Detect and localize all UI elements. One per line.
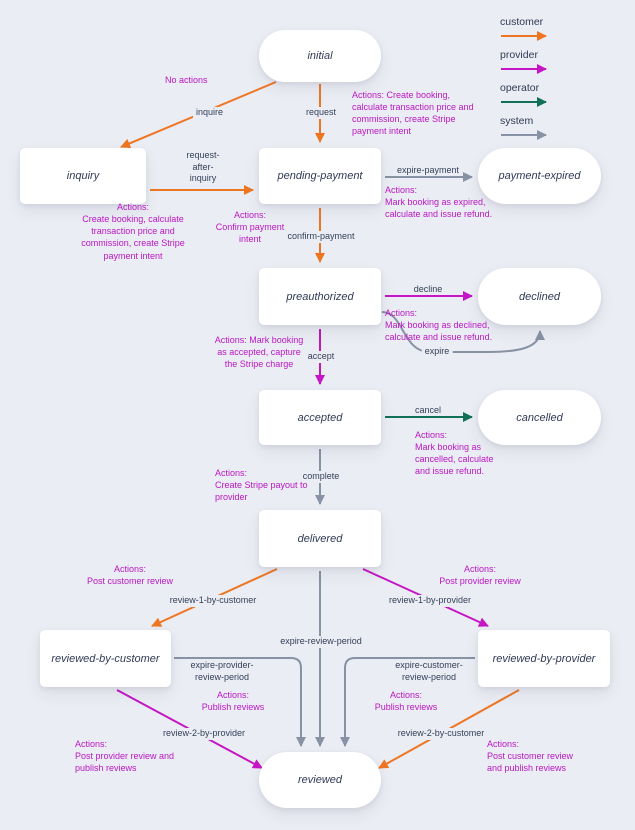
action-inquiry: Actions: Create booking, calculate trans… (81, 202, 185, 261)
edge-label-inquire: inquire (193, 107, 227, 119)
state-reviewed: reviewed (259, 752, 381, 808)
action-publish-reviews-right: Actions: Publish reviews (374, 690, 438, 713)
edge-expire-provider-review-period (174, 657, 306, 747)
legend-item-operator: operator (500, 82, 558, 107)
state-accepted: accepted (259, 390, 381, 445)
state-cancelled: cancelled (478, 390, 601, 445)
edge-label-review-2-by-customer: review-2-by-customer (394, 728, 488, 740)
action-complete: Actions: Create Stripe payout to provide… (215, 468, 308, 503)
edge-label-decline: decline (413, 284, 443, 294)
legend: customer provider operator system (500, 16, 558, 140)
edge-label-expire-review-period: expire-review-period (277, 636, 365, 648)
system-arrow-icon (501, 130, 547, 140)
edge-label-review-1-by-provider: review-1-by-provider (385, 595, 475, 607)
edge-label-cancel: cancel (414, 405, 442, 415)
edge-label-expire-payment: expire-payment (396, 165, 460, 175)
edge-label-review-1-by-customer: review-1-by-customer (166, 595, 260, 607)
action-accept: Actions: Mark booking as accepted, captu… (214, 335, 304, 370)
edge-label-request: request (302, 107, 340, 119)
edge-label-complete: complete (299, 471, 343, 483)
action-decline: Actions: Mark booking as declined, calcu… (385, 308, 493, 343)
action-review-2-by-provider: Actions: Post provider review and publis… (75, 739, 175, 774)
edge-expire-customer-review-period (340, 657, 475, 747)
legend-label-provider: provider (500, 49, 538, 61)
action-confirm-payment: Actions: Confirm payment intent (215, 210, 285, 245)
edge-label-accept: accept (304, 351, 338, 363)
action-review-1-by-provider: Actions: Post provider review (439, 564, 521, 587)
legend-item-provider: provider (500, 49, 558, 74)
state-reviewed-by-customer: reviewed-by-customer (40, 630, 171, 687)
legend-label-operator: operator (500, 82, 540, 94)
state-payment-expired: payment-expired (478, 148, 601, 204)
edge-label-expire-provider-review-period: expire-provider- review-period (187, 660, 257, 684)
action-request: Actions: Create booking, calculate trans… (352, 90, 474, 137)
action-publish-reviews-left: Actions: Publish reviews (201, 690, 265, 713)
edge-label-review-2-by-provider: review-2-by-provider (159, 728, 249, 740)
state-declined: declined (478, 268, 601, 325)
legend-item-system: system (500, 115, 558, 140)
customer-arrow-icon (501, 31, 547, 41)
state-pending-payment: pending-payment (259, 148, 381, 204)
action-review-1-by-customer: Actions: Post customer review (86, 564, 174, 587)
state-preauthorized: preauthorized (259, 268, 381, 325)
operator-arrow-icon (501, 97, 547, 107)
state-inquiry: inquiry (20, 148, 146, 204)
edge-label-request-after-inquiry: request- after- inquiry (186, 150, 220, 184)
legend-label-system: system (500, 115, 534, 127)
state-delivered: delivered (259, 510, 381, 567)
state-reviewed-by-provider: reviewed-by-provider (478, 630, 610, 687)
legend-item-customer: customer (500, 16, 558, 41)
edge-label-confirm-payment: confirm-payment (284, 231, 358, 243)
state-initial: initial (259, 30, 381, 82)
action-review-2-by-customer: Actions: Post customer review and publis… (487, 739, 574, 774)
action-expire-payment: Actions: Mark booking as expired, calcul… (385, 185, 493, 220)
action-cancel: Actions: Mark booking as cancelled, calc… (415, 430, 494, 477)
edge-label-expire-customer-review-period: expire-customer- review-period (392, 660, 466, 684)
legend-label-customer: customer (500, 16, 544, 28)
provider-arrow-icon (501, 64, 547, 74)
action-no-actions: No actions (165, 75, 208, 85)
edge-label-expire: expire (421, 346, 453, 358)
